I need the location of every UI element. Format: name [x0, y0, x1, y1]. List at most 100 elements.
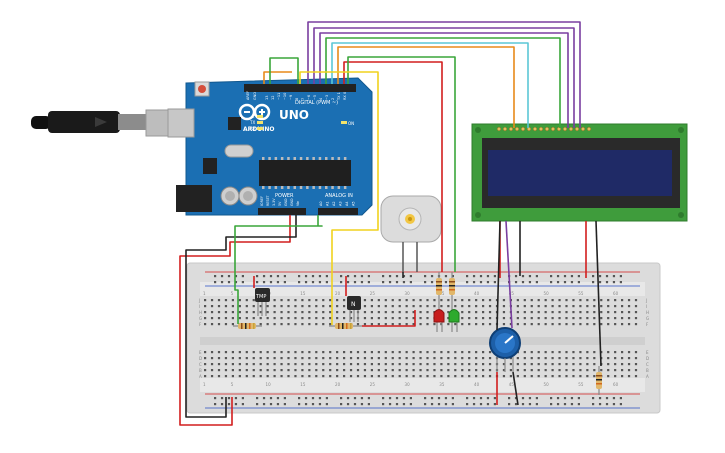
- breadboard-hole: [398, 369, 401, 372]
- breadboard-hole: [551, 305, 554, 308]
- breadboard-hole: [468, 369, 471, 372]
- rail-hole: [283, 397, 286, 400]
- rail-hole: [256, 275, 259, 278]
- breadboard-hole: [488, 323, 492, 326]
- rail-hole: [402, 275, 406, 278]
- column-number: 1: [203, 382, 206, 387]
- breadboard-hole: [634, 357, 638, 360]
- breadboard-hole: [586, 299, 589, 302]
- rail-hole: [269, 397, 273, 400]
- breadboard-hole: [301, 375, 304, 378]
- breadboard-hole: [607, 351, 610, 354]
- breadboard-hole: [516, 323, 519, 326]
- rail-hole: [577, 403, 580, 406]
- breadboard-hole: [482, 305, 485, 308]
- breadboard-hole: [266, 363, 269, 366]
- breadboard-hole: [558, 323, 561, 326]
- breadboard-hole: [294, 369, 297, 372]
- breadboard-hole: [544, 375, 547, 378]
- rail-hole: [612, 403, 616, 406]
- breadboard-hole: [447, 351, 450, 354]
- breadboard-hole: [523, 363, 526, 366]
- power-pin-label: RESET: [266, 194, 270, 206]
- breadboard-hole: [627, 369, 631, 372]
- rail-hole: [340, 281, 343, 284]
- breadboard-hole: [530, 357, 533, 360]
- breadboard-hole: [384, 369, 387, 372]
- breadboard-hole: [607, 369, 610, 372]
- breadboard-hole: [488, 363, 492, 366]
- breadboard-hole: [530, 369, 533, 372]
- rail-hole: [220, 403, 224, 406]
- breadboard-hole: [405, 357, 408, 360]
- breadboard-hole: [287, 323, 290, 326]
- breadboard-hole: [322, 351, 325, 354]
- breadboard-hole: [461, 375, 464, 378]
- chip-pin: [331, 157, 334, 160]
- breadboard-hole: [384, 299, 387, 302]
- rail-hole: [409, 275, 412, 278]
- lcd-pin: [520, 126, 526, 132]
- breadboard-hole: [600, 323, 603, 326]
- rail-hole: [598, 403, 602, 406]
- breadboard-hole: [370, 311, 373, 314]
- breadboard-hole: [523, 357, 526, 360]
- row-letter: J: [645, 298, 647, 303]
- breadboard-hole: [204, 311, 207, 314]
- breadboard-hole: [426, 305, 429, 308]
- breadboard-hole: [586, 311, 589, 314]
- breadboard-hole: [280, 357, 283, 360]
- breadboard-hole: [447, 363, 450, 366]
- rail-hole: [472, 275, 476, 278]
- analog-pin-label: A1: [326, 201, 330, 206]
- breadboard-hole: [572, 317, 575, 320]
- breadboard-hole: [343, 369, 346, 372]
- breadboard-hole: [412, 311, 415, 314]
- breadboard-hole: [523, 369, 526, 372]
- breadboard-hole: [634, 323, 638, 326]
- breadboard-hole: [204, 357, 207, 360]
- breadboard-hole: [426, 363, 429, 366]
- breadboard-hole: [217, 351, 221, 354]
- rail-hole: [262, 281, 266, 284]
- breadboard-hole: [363, 323, 367, 326]
- chip-pin: [280, 157, 284, 160]
- column-number: 35: [439, 382, 445, 387]
- breadboard-hole: [593, 317, 596, 320]
- lcd-display: [471, 123, 688, 222]
- breadboard-hole: [231, 299, 234, 302]
- breadboard-hole: [301, 351, 304, 354]
- breadboard-hole: [523, 299, 526, 302]
- breadboard-hole: [412, 305, 415, 308]
- breadboard-hole: [593, 323, 596, 326]
- breadboard-hole: [224, 363, 228, 366]
- breadboard-hole: [579, 357, 582, 360]
- rail-hole: [276, 275, 280, 278]
- digital-pin-label: ~9: [289, 95, 293, 100]
- breadboard-hole: [614, 369, 617, 372]
- wires: [179, 21, 602, 426]
- breadboard-hole: [329, 311, 332, 314]
- breadboard-hole: [294, 317, 297, 320]
- breadboard-hole: [516, 317, 519, 320]
- breadboard-hole: [231, 305, 234, 308]
- chip-pin: [299, 157, 303, 160]
- rail-hole: [234, 275, 238, 278]
- breadboard-hole: [537, 299, 540, 302]
- breadboard-hole: [419, 323, 422, 326]
- breadboard-hole: [322, 323, 325, 326]
- breadboard-hole: [627, 311, 631, 314]
- row-letter: I: [199, 304, 200, 309]
- chip-pin: [343, 186, 347, 189]
- breadboard-hole: [572, 357, 575, 360]
- breadboard-hole: [343, 375, 346, 378]
- rail-hole: [486, 275, 490, 278]
- rail-hole: [298, 403, 301, 406]
- breadboard-hole: [482, 311, 485, 314]
- breadboard-hole: [412, 317, 415, 320]
- rail-hole: [402, 281, 406, 284]
- lcd-pin: [544, 126, 550, 132]
- column-number: 55: [578, 382, 584, 387]
- temperature-sensor-label: TMP: [255, 294, 266, 300]
- breadboard-hole: [593, 305, 596, 308]
